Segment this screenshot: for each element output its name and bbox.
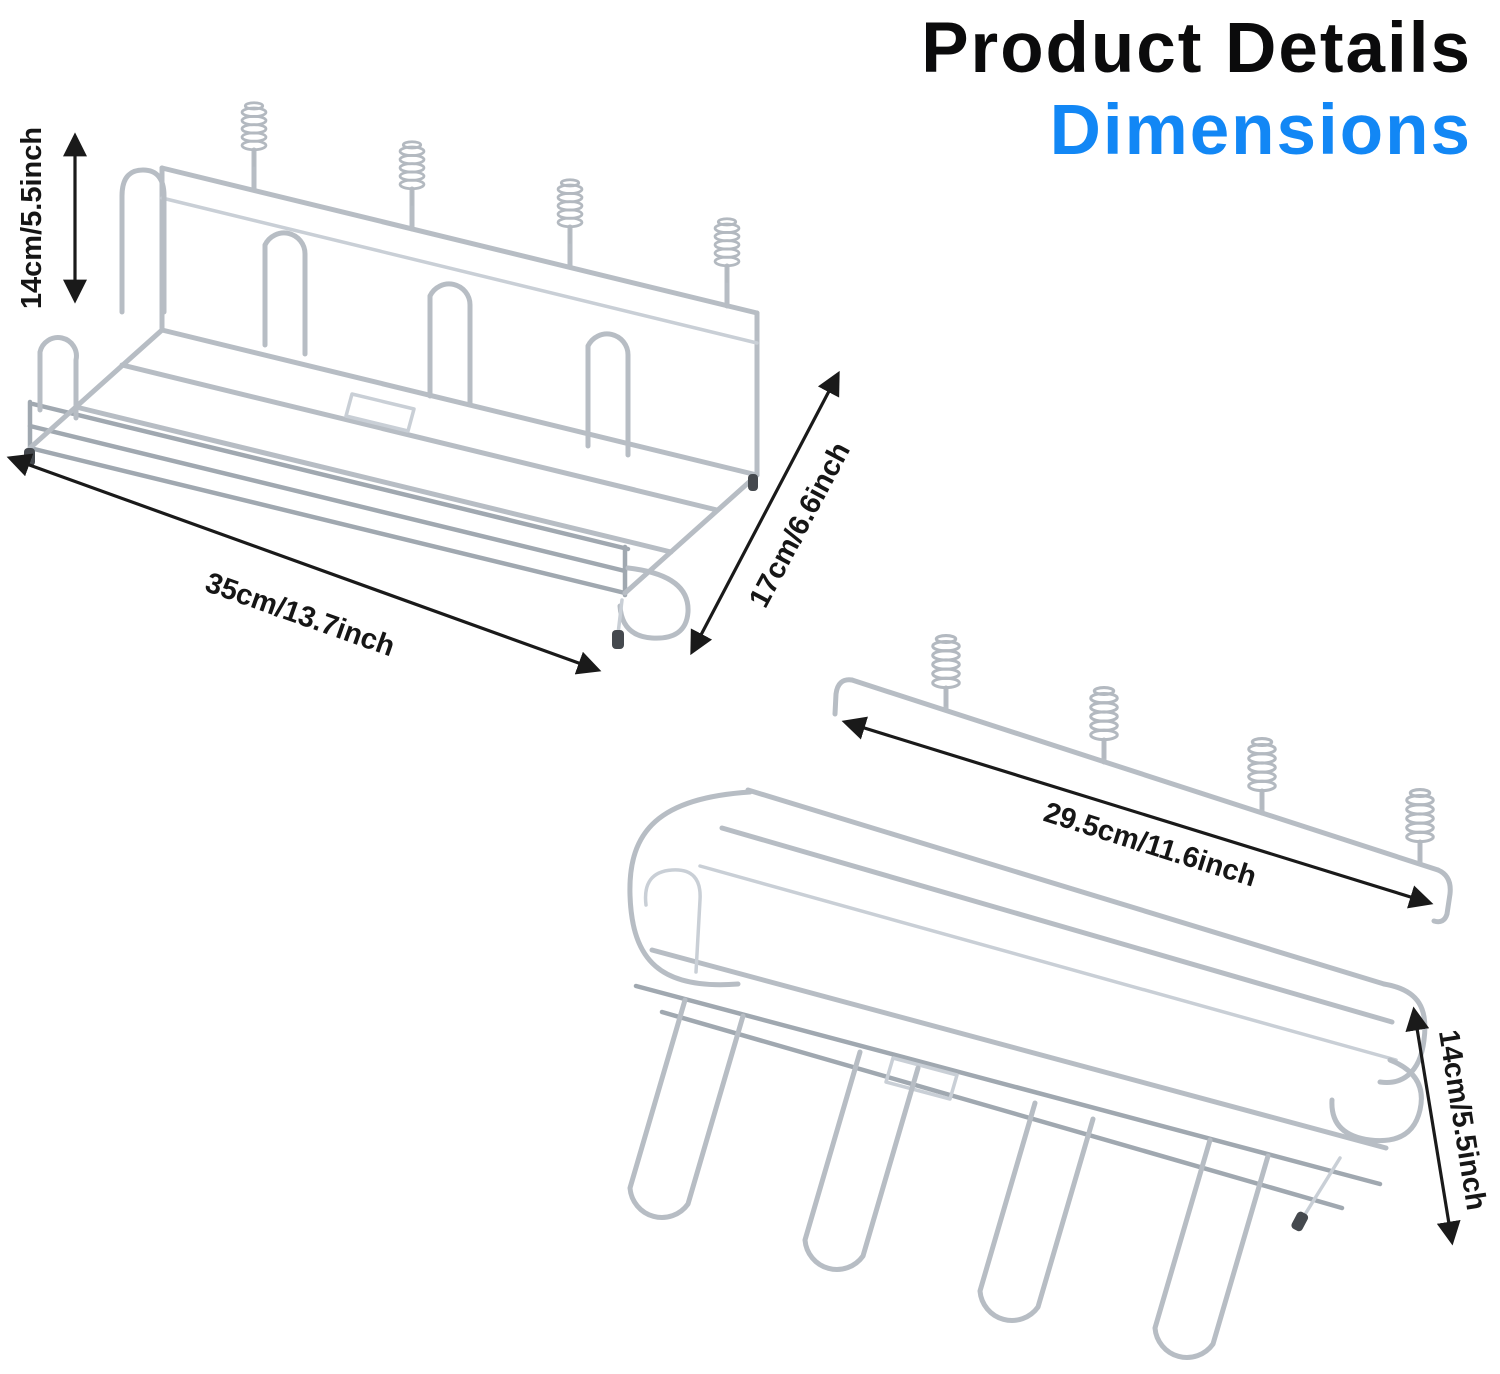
rack-top-illustration	[24, 101, 760, 649]
wire-rail	[719, 825, 1395, 1025]
wire-loop	[1329, 1057, 1424, 1144]
title-block: Product Details Dimensions	[921, 12, 1472, 168]
wire-divider	[585, 331, 631, 458]
rack-top-length-arrow	[6, 453, 602, 675]
wire-hook	[119, 167, 167, 315]
rack-bottom-height-arrow	[1405, 1006, 1461, 1246]
rack-top-depth-arrow	[690, 370, 840, 656]
wire-hook	[37, 335, 79, 421]
wire-bend	[627, 789, 753, 988]
wire-rail	[159, 327, 760, 478]
wire-leg	[1152, 1137, 1271, 1360]
rack-top-height-label: 14cm/5.5inch	[16, 126, 48, 310]
wire-handle	[884, 1056, 959, 1101]
page-title: Product Details	[921, 9, 1472, 88]
wire-rail	[30, 401, 631, 552]
page-subtitle: Dimensions	[1049, 90, 1472, 170]
wire-handle	[344, 392, 416, 433]
wire-hook	[832, 677, 855, 717]
wire-leg	[627, 997, 746, 1220]
spring-icon	[713, 217, 741, 284]
wire-hook	[1431, 867, 1453, 925]
wire-leg	[977, 1100, 1096, 1323]
wire-rail	[659, 1009, 1345, 1211]
wire-divider	[262, 230, 308, 357]
wire-loop	[617, 565, 691, 641]
wire-side-rail	[27, 327, 165, 451]
spring-icon	[556, 178, 584, 245]
rack-bottom-length-arrow	[841, 716, 1434, 909]
wire-rail	[159, 165, 760, 316]
wire-rail	[633, 983, 1383, 1187]
spring-icon	[931, 634, 961, 708]
dimension-arrows	[6, 132, 1461, 1246]
spring-icon	[398, 140, 426, 207]
wire-rail	[160, 196, 759, 345]
wire-leg	[802, 1049, 921, 1272]
foot-cap	[612, 630, 624, 649]
wire-hook	[643, 868, 702, 974]
wire-divider	[427, 281, 473, 408]
spring-icon	[1247, 737, 1277, 811]
spring-icon	[240, 101, 268, 168]
wire-rail	[649, 947, 1389, 1151]
wire-foot	[1302, 1156, 1342, 1218]
wire-foot	[616, 598, 624, 636]
spring-icon	[1089, 686, 1119, 760]
foot-cap	[1291, 1211, 1309, 1232]
rack-bottom-illustration	[627, 634, 1453, 1360]
spring-icon	[1405, 788, 1435, 862]
wire-rail	[698, 864, 1398, 1062]
wire-rail	[119, 362, 720, 513]
foot-cap	[748, 474, 758, 491]
